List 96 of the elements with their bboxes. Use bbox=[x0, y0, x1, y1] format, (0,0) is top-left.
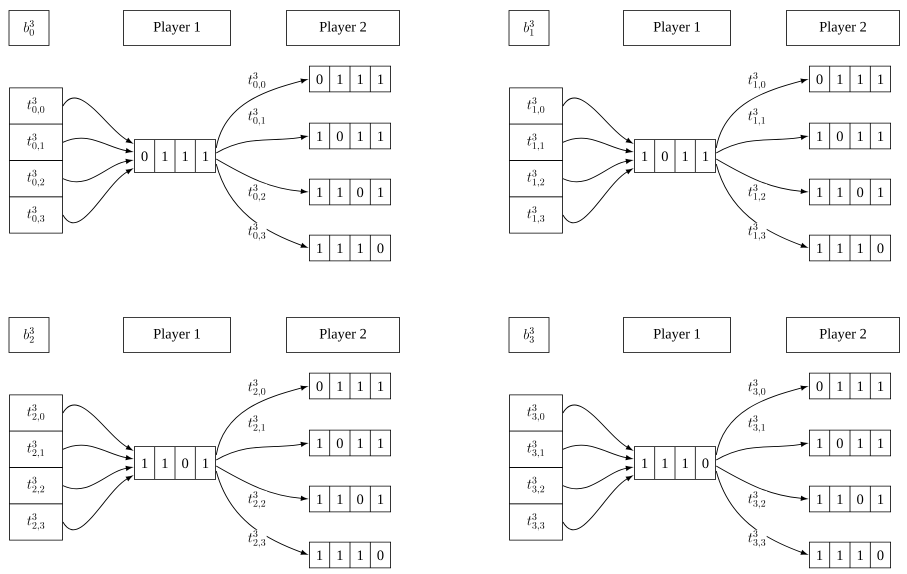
bit-string-row: 1 1 0 1 bbox=[134, 446, 216, 480]
bit-string-row: 0 1 1 1 bbox=[308, 372, 392, 400]
player-box: Player 1 bbox=[623, 10, 731, 46]
arrow bbox=[562, 168, 633, 224]
edge-label: $t^{3}_{2,1}$ bbox=[247, 414, 267, 434]
player-box: Player 1 bbox=[123, 317, 231, 353]
bit-string-row: 1 1 0 1 bbox=[308, 178, 392, 206]
arrow bbox=[562, 404, 633, 450]
bit-string-row: 1 1 0 1 bbox=[308, 486, 392, 512]
edge-label: $t^{3}_{3,2}$ bbox=[747, 490, 767, 510]
bit-string-row: 1 1 1 0 bbox=[808, 542, 892, 568]
arrow bbox=[716, 442, 808, 460]
arrow bbox=[216, 386, 308, 456]
arrow bbox=[62, 158, 132, 182]
bit-string-row: 1 0 1 1 bbox=[808, 122, 892, 150]
value-box: $t^{3}_{1,3}$ bbox=[509, 196, 563, 234]
player-box: Player 1 bbox=[123, 10, 231, 46]
edge-label: $t^{3}_{2,0}$ bbox=[247, 378, 267, 398]
header-box: $b^{3}_{1}$ bbox=[508, 10, 550, 46]
edge-label: $t^{3}_{1,2}$ bbox=[747, 184, 767, 202]
value-box: $t^{3}_{3,0}$ bbox=[509, 394, 563, 432]
edge-label: $t^{3}_{2,3}$ bbox=[247, 530, 267, 548]
value-box: $t^{3}_{3,1}$ bbox=[509, 430, 563, 468]
edge-label: $t^{3}_{3,3}$ bbox=[747, 530, 767, 548]
value-box: $t^{3}_{0,0}$ bbox=[9, 87, 63, 125]
value-box: $t^{3}_{2,3}$ bbox=[9, 503, 63, 541]
edge-label: $t^{3}_{0,2}$ bbox=[247, 184, 267, 202]
arrow bbox=[216, 442, 308, 460]
value-box: $t^{3}_{1,2}$ bbox=[509, 160, 563, 198]
header-box: $b^{3}_{2}$ bbox=[8, 317, 50, 353]
bit-string-row: 0 1 1 1 bbox=[308, 66, 392, 92]
arrow bbox=[216, 134, 308, 154]
player-box: Player 2 bbox=[786, 10, 900, 46]
edge-label: $t^{3}_{1,3}$ bbox=[747, 222, 767, 242]
value-box: $t^{3}_{2,2}$ bbox=[9, 467, 63, 504]
value-box: $t^{3}_{0,2}$ bbox=[9, 160, 63, 198]
bit-string-row: 0 1 1 1 bbox=[134, 139, 216, 173]
bit-string-row: 1 0 1 1 bbox=[308, 122, 392, 150]
arrow bbox=[216, 78, 308, 148]
value-box: $t^{3}_{2,1}$ bbox=[9, 430, 63, 468]
bit-string-row: 1 0 1 1 bbox=[634, 139, 716, 173]
arrow bbox=[62, 466, 132, 490]
bit-string-row: 0 1 1 1 bbox=[808, 66, 892, 92]
value-box: $t^{3}_{3,3}$ bbox=[509, 503, 563, 541]
arrow bbox=[62, 444, 132, 460]
arrow bbox=[62, 98, 132, 144]
arrow bbox=[562, 444, 632, 460]
value-box: $t^{3}_{0,1}$ bbox=[9, 124, 63, 161]
arrow bbox=[716, 134, 808, 154]
arrow bbox=[216, 466, 308, 501]
edge-label: $t^{3}_{3,0}$ bbox=[747, 378, 767, 398]
value-box: $t^{3}_{0,3}$ bbox=[9, 196, 63, 234]
arrow bbox=[716, 158, 808, 194]
arrow bbox=[216, 164, 308, 248]
arrow bbox=[716, 470, 808, 555]
arrow bbox=[716, 466, 808, 501]
arrow bbox=[562, 466, 632, 490]
arrow bbox=[62, 138, 132, 154]
edge-label: $t^{3}_{2,2}$ bbox=[247, 490, 267, 510]
arrow bbox=[562, 138, 632, 154]
bit-string-row: 1 1 1 0 bbox=[308, 542, 392, 568]
bit-string-row: 0 1 1 1 bbox=[808, 372, 892, 400]
value-box: $t^{3}_{2,0}$ bbox=[9, 394, 63, 432]
edge-label: $t^{3}_{1,0}$ bbox=[747, 72, 767, 90]
arrow bbox=[216, 470, 308, 555]
bit-string-row: 1 1 0 1 bbox=[808, 486, 892, 512]
header-box: $b^{3}_{3}$ bbox=[508, 317, 550, 353]
header-box: $b^{3}_{0}$ bbox=[8, 10, 50, 46]
edge-label: $t^{3}_{1,1}$ bbox=[747, 108, 767, 126]
bit-string-row: 1 0 1 1 bbox=[308, 430, 392, 456]
arrow bbox=[562, 476, 633, 530]
edge-label: $t^{3}_{0,1}$ bbox=[247, 108, 267, 126]
arrow bbox=[562, 98, 633, 144]
player-box: Player 2 bbox=[786, 317, 900, 353]
edge-label: $t^{3}_{3,1}$ bbox=[747, 414, 767, 434]
arrow bbox=[716, 386, 808, 456]
edge-label: $t^{3}_{0,0}$ bbox=[247, 72, 267, 90]
arrow bbox=[216, 158, 308, 194]
value-box: $t^{3}_{1,1}$ bbox=[509, 124, 563, 161]
bit-string-row: 1 1 1 0 bbox=[634, 446, 716, 480]
bit-string-row: 1 1 1 0 bbox=[808, 234, 892, 262]
arrow bbox=[62, 404, 132, 450]
player-box: Player 2 bbox=[286, 317, 400, 353]
arrow bbox=[62, 476, 132, 530]
arrow bbox=[62, 168, 132, 224]
bit-string-row: 1 1 0 1 bbox=[808, 178, 892, 206]
arrow bbox=[562, 158, 632, 182]
bit-string-row: 1 1 1 0 bbox=[308, 234, 392, 262]
edge-label: $t^{3}_{0,3}$ bbox=[247, 222, 267, 242]
player-box: Player 2 bbox=[286, 10, 400, 46]
bit-string-row: 1 0 1 1 bbox=[808, 430, 892, 456]
arrow bbox=[716, 78, 808, 148]
value-box: $t^{3}_{1,0}$ bbox=[509, 87, 563, 125]
value-box: $t^{3}_{3,2}$ bbox=[509, 467, 563, 504]
arrow bbox=[716, 164, 808, 248]
player-box: Player 1 bbox=[623, 317, 731, 353]
